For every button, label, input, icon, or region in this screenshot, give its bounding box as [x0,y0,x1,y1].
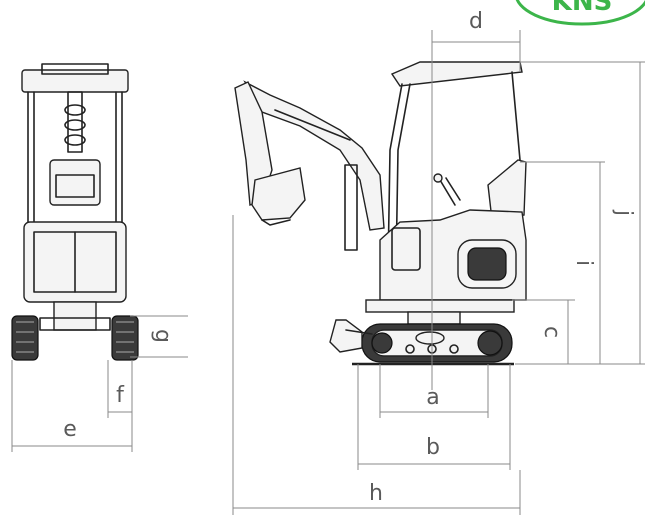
dimension-label-j: j [611,209,636,216]
dimension-g: g [130,315,188,358]
dimension-a: a [379,364,489,418]
dimension-label-e: e [63,417,77,442]
dimension-label-f: f [116,383,125,408]
front-view-excavator [11,63,139,361]
dimension-label-h: h [369,481,383,506]
dimension-e: e [11,360,133,452]
brand-badge-text: KNS [552,0,613,17]
dimension-j: j [515,61,645,365]
dimension-h: h [232,215,521,515]
dimension-label-b: b [426,435,440,460]
dimension-d: d [431,9,521,390]
dimension-b: b [357,364,511,470]
dimension-label-c: c [539,326,564,338]
dimension-label-i: i [571,260,596,266]
side-view-excavator [234,61,527,366]
dimension-f: f [107,360,133,418]
dimension-label-d: d [469,9,483,34]
dimension-label-g: g [150,329,175,343]
dimension-label-a: a [426,385,439,410]
brand-badge: KNS [515,0,645,26]
dimension-i: i [520,161,605,364]
dimension-c: c [512,299,575,364]
